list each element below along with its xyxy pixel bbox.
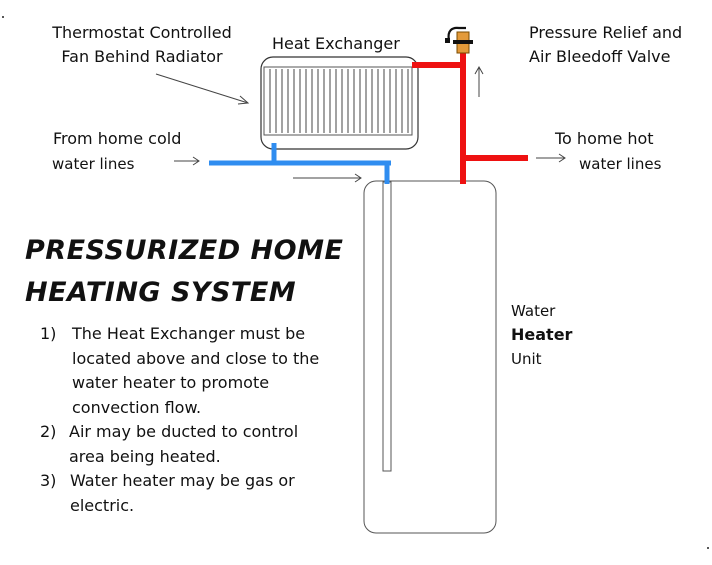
corner-dot bbox=[2, 16, 4, 18]
fan-label: Thermostat Controlled Fan Behind Radiato… bbox=[52, 23, 232, 66]
notes-list: 1) The Heat Exchanger must be located ab… bbox=[40, 322, 319, 518]
valve-label: Pressure Relief and Air Bleedoff Valve bbox=[529, 23, 683, 66]
water-heater-tank bbox=[363, 180, 497, 534]
cold-in-arrow bbox=[174, 156, 200, 166]
note-item: 1) The Heat Exchanger must be located ab… bbox=[40, 324, 320, 417]
hot-water-pipe bbox=[412, 45, 528, 184]
heat-exchanger-label: Heat Exchanger bbox=[272, 34, 400, 53]
corner-dot bbox=[707, 547, 709, 549]
heat-exchanger bbox=[260, 56, 419, 150]
cold-water-pipe bbox=[209, 143, 391, 184]
fan-pointer-arrow bbox=[155, 73, 250, 105]
valve-up-arrow bbox=[474, 65, 484, 97]
pressure-relief-valve bbox=[445, 26, 473, 54]
hot-out-arrow bbox=[536, 153, 566, 163]
flow-arrow bbox=[293, 173, 362, 183]
dip-tube bbox=[382, 181, 392, 472]
page-title: PRESSURIZED HOME HEATING SYSTEM bbox=[25, 235, 344, 308]
hot-out-label: To home hot water lines bbox=[555, 129, 662, 173]
water-heater-label: Water Heater Unit bbox=[511, 302, 573, 368]
cold-in-label: From home cold water lines bbox=[52, 129, 182, 173]
note-item: 2) Air may be ducted to control area bei… bbox=[40, 422, 299, 466]
note-item: 3) Water heater may be gas or electric. bbox=[40, 471, 295, 515]
